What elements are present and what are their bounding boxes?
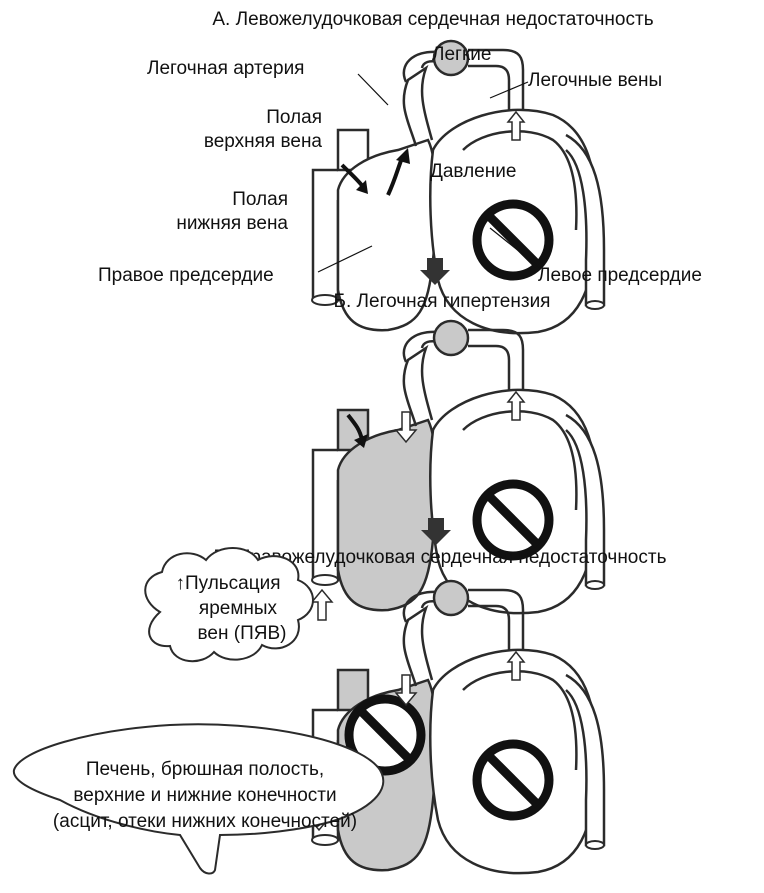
label-svc-1: Полая bbox=[266, 107, 322, 128]
organs-line-2: верхние и нижние конечности bbox=[73, 785, 336, 806]
label-right-atrium: Правое предсердие bbox=[98, 265, 274, 286]
organs-line-3: (асцит, отеки нижних конечностей) bbox=[53, 811, 357, 832]
label-svc-2: верхняя вена bbox=[204, 131, 323, 152]
jvp-line-2: яремных bbox=[199, 598, 278, 619]
panel-b-title: Б. Легочная гипертензия bbox=[334, 291, 551, 312]
organs-bubble: Печень, брюшная полость, верхние и нижни… bbox=[14, 724, 383, 873]
jvp-line-3: вен (ПЯВ) bbox=[198, 623, 287, 644]
jvp-line-1: ↑Пульсация bbox=[175, 573, 280, 594]
label-pressure: Давление bbox=[430, 161, 516, 182]
jvp-bubble: ↑Пульсация яремных вен (ПЯВ) bbox=[145, 548, 313, 661]
label-left-atrium: Левое предсердие bbox=[538, 265, 702, 286]
label-ivc-1: Полая bbox=[232, 189, 288, 210]
label-pulmonary-veins: Легочные вены bbox=[528, 70, 662, 91]
panel-a-title: А. Левожелудочковая сердечная недостаточ… bbox=[212, 9, 653, 30]
label-pulmonary-artery: Легочная артерия bbox=[147, 58, 304, 79]
heart-b bbox=[312, 321, 604, 613]
up-arrow-jvp bbox=[312, 590, 332, 620]
label-ivc-2: нижняя вена bbox=[176, 213, 288, 234]
label-lungs: Легкие bbox=[432, 44, 491, 65]
leader-pulmonary-artery bbox=[358, 74, 388, 105]
organs-line-1: Печень, брюшная полость, bbox=[86, 759, 324, 780]
